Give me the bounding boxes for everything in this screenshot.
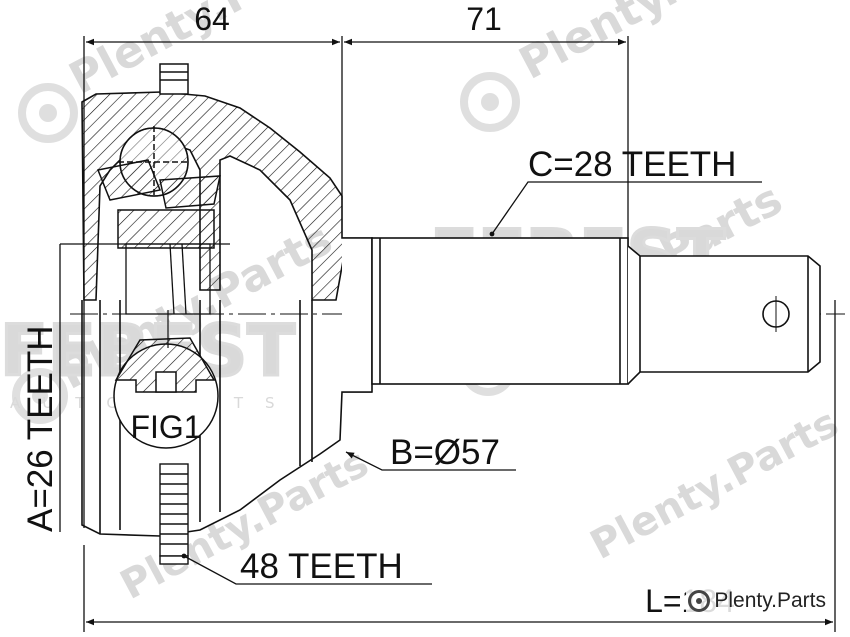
watermark-text-5: Plenty.Parts bbox=[583, 400, 846, 569]
plenty-parts-badge: Plenty.Parts bbox=[686, 589, 828, 613]
fig1-detail bbox=[113, 310, 219, 449]
fig1-tooth-section bbox=[114, 337, 216, 393]
output-shaft bbox=[342, 237, 821, 393]
dimension-label-71: 71 bbox=[466, 1, 502, 37]
abs-ring bbox=[159, 463, 189, 565]
leader-lines bbox=[59, 181, 762, 585]
grease-stud bbox=[159, 63, 189, 95]
callout-48-teeth: 48 TEETH bbox=[240, 547, 403, 586]
housing-outline-bottom bbox=[81, 300, 372, 537]
inner-race bbox=[96, 126, 221, 249]
callout-a-teeth: A=26 TEETH bbox=[21, 325, 60, 532]
callout-b-diameter: B=Ø57 bbox=[390, 433, 500, 472]
brand-badge-text: Plenty.Parts bbox=[714, 589, 826, 612]
fig1-label: FIG1 bbox=[130, 409, 201, 445]
dimension-label-64: 64 bbox=[194, 1, 230, 37]
watermark-text-2: Plenty.Parts bbox=[511, 0, 800, 90]
brake-disc-icon bbox=[688, 590, 711, 612]
callout-c-teeth: C=28 TEETH bbox=[528, 145, 736, 184]
